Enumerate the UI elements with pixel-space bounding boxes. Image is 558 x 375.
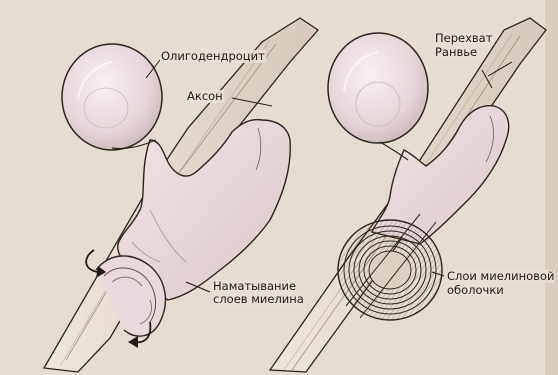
label-myelin-layers-line2: оболочки: [446, 284, 505, 297]
label-axon: Аксон: [186, 90, 224, 103]
label-wrapping-line2: слоев миелина: [212, 293, 305, 306]
right-edge-shadow: [545, 0, 558, 375]
label-node-of-ranvier-line1: Перехват: [434, 32, 493, 45]
oligodendrocyte-soma-left: [62, 44, 162, 150]
label-myelin-layers-line1: Слои миелиновой: [446, 270, 555, 283]
label-oligodendrocyte: Олигодендроцит: [160, 50, 266, 63]
label-node-of-ranvier-line2: Ранвье: [434, 46, 478, 59]
